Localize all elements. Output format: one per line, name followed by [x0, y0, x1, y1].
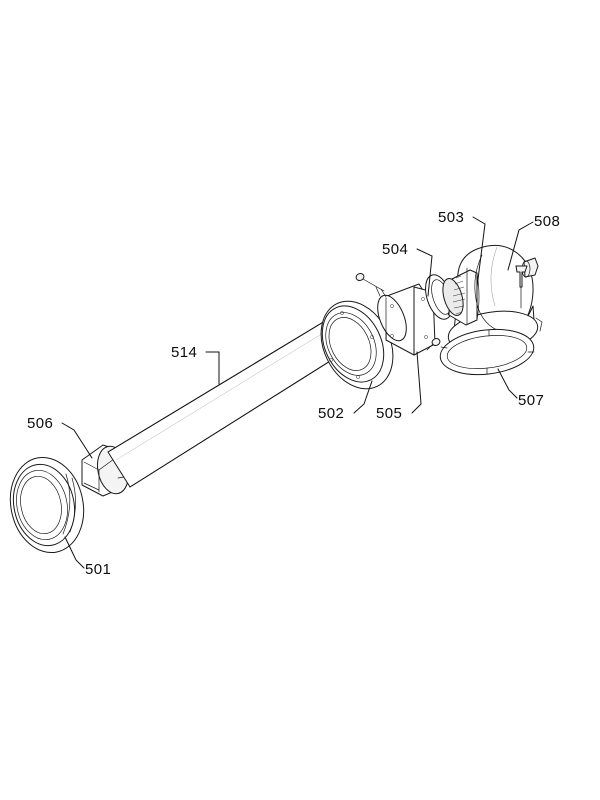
fastener-screw-upper [355, 273, 387, 298]
callout-labels: 503 508 504 514 502 505 507 506 501 [27, 209, 560, 578]
leader-501 [64, 536, 85, 569]
callout-label-514: 514 [171, 344, 197, 361]
leader-504 [416, 248, 433, 297]
leader-505 [411, 351, 422, 414]
leader-506 [61, 422, 93, 459]
part-501-terminal-collar-ring [9, 456, 85, 554]
part-502-tube-end-flange [320, 300, 394, 390]
fastener-screw-lower [426, 338, 441, 351]
callout-label-507: 507 [518, 392, 544, 409]
leader-503 [472, 216, 486, 288]
callout-label-502: 502 [318, 405, 344, 422]
callout-label-501: 501 [85, 561, 111, 578]
leader-507 [497, 368, 518, 399]
callout-label-506: 506 [27, 415, 53, 432]
leader-514 [205, 351, 220, 385]
callout-label-503: 503 [438, 209, 464, 226]
part-507-housing-gasket-ring [439, 328, 535, 376]
fastener-screw-right [515, 265, 528, 309]
callout-leaders [61, 216, 534, 569]
callout-label-504: 504 [382, 241, 408, 258]
callout-label-508: 508 [534, 213, 560, 230]
leader-502 [353, 380, 373, 414]
leader-508 [507, 221, 534, 271]
callout-label-505: 505 [376, 405, 402, 422]
